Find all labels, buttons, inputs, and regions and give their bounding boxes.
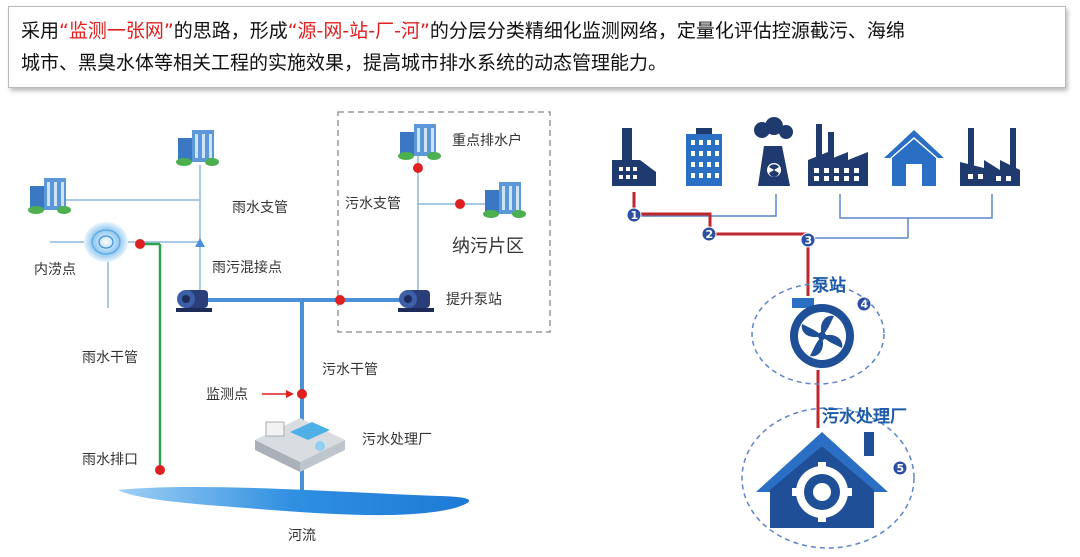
- intro-banner: 采用“监测一张网”的思路，形成“源-网-站-厂-河”的分层分类精细化监测网络，定…: [8, 6, 1066, 88]
- factory-chimney-icon: [612, 128, 656, 186]
- banner-text: 的分层分类精细化监测网络，定量化评估控源截污、海绵: [429, 20, 905, 42]
- flow-arrow-icon: [195, 238, 205, 247]
- right-source-network-diagram: 1 2 3 4 5 泵站 污水处理: [612, 117, 1020, 549]
- label-wwtp-right: 污水处理厂: [822, 406, 907, 427]
- label-monitoring-point: 监测点: [206, 387, 248, 403]
- pump-icon: [398, 290, 434, 312]
- label-key-discharger: 重点排水户: [452, 132, 522, 149]
- label-rain-branch: 雨水支管: [232, 200, 288, 216]
- industrial-factory-icon: [808, 124, 868, 186]
- wwtp-gear-house-icon: [756, 432, 888, 528]
- nuclear-plant-icon: [754, 117, 793, 186]
- building-icon: [483, 182, 526, 218]
- label-lift-station: 提升泵站: [446, 292, 502, 308]
- node-label: 5: [897, 462, 905, 475]
- catchment-area-box: [337, 111, 551, 333]
- left-drainage-diagram: 雨水支管 污水支管 重点排水户 纳污片区 内涝点 雨污混接点 提升泵站 雨水干管…: [28, 111, 551, 544]
- monitoring-points: [135, 163, 465, 475]
- house-icon: [884, 130, 944, 186]
- banner-text: 采用: [21, 20, 60, 42]
- building-icon: [176, 130, 219, 166]
- label-pump-station: 泵站: [812, 275, 846, 296]
- label-rain-outlet: 雨水排口: [82, 452, 138, 468]
- label-sewage-branch: 污水支管: [345, 196, 401, 212]
- building-icon: [28, 178, 71, 214]
- sewage-flow-path: [632, 192, 820, 428]
- branch-pipes: [50, 152, 500, 308]
- node-label: 1: [631, 209, 639, 222]
- office-building-icon: [686, 128, 722, 186]
- banner-text: 的思路，形成: [173, 20, 288, 42]
- river-shape: [118, 486, 470, 516]
- node-label: 3: [805, 234, 813, 247]
- banner-highlight: “源-网-站-厂-河”: [287, 20, 430, 42]
- banner-line-2: 城市、黑臭水体等相关工程的实施效果，提高城市排水系统的动态管理能力。: [21, 52, 668, 74]
- node-markers: 1 2 3 4 5: [626, 207, 908, 476]
- pump-station-boundary: [751, 283, 885, 385]
- label-sewage-trunk: 污水干管: [322, 362, 378, 378]
- label-wwtp: 污水处理厂: [362, 432, 432, 448]
- wwtp-boundary: [741, 407, 915, 549]
- label-waterlogging-point: 内涝点: [34, 262, 76, 278]
- pump-icon: [176, 290, 212, 312]
- banner-highlight: “监测一张网”: [59, 20, 174, 42]
- pump-impeller-icon: [790, 298, 854, 368]
- banner-line-1: 采用“监测一张网”的思路，形成“源-网-站-厂-河”的分层分类精细化监测网络，定…: [21, 15, 1053, 47]
- collection-lines: [633, 194, 993, 239]
- pointer-arrow-icon: [262, 390, 294, 398]
- node-label: 2: [706, 228, 714, 241]
- node-label: 4: [861, 298, 869, 311]
- label-river: 河流: [288, 528, 316, 544]
- sewage-trunk-pipes: [205, 298, 418, 492]
- rain-trunk-pipe: [140, 242, 162, 470]
- building-icon: [398, 124, 441, 160]
- label-collection-area: 纳污片区: [452, 236, 524, 257]
- label-mixed-connection: 雨污混接点: [212, 259, 282, 276]
- wastewater-plant-icon: [255, 418, 345, 472]
- plant-facility-icon: [960, 128, 1020, 186]
- label-rain-trunk: 雨水干管: [82, 350, 138, 366]
- waterlogging-ripple-icon: [84, 222, 128, 262]
